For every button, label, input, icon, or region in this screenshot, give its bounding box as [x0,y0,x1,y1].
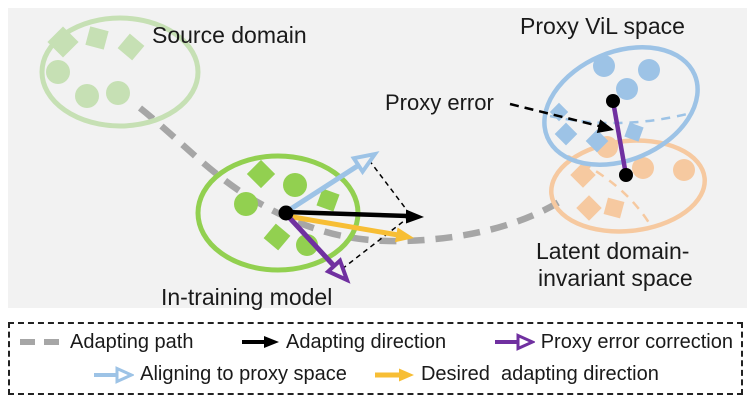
legend-item-proxy-error-correction: Proxy error correction [493,331,733,354]
source-sample-square [85,26,109,50]
source-sample-diamond [117,33,145,61]
model-sample-diamond [263,223,291,251]
adapting-direction-arrow [285,209,424,224]
proxy-error-callout-head [596,119,614,133]
latent-sample-square [603,197,625,219]
latent-invariant-cluster [549,136,707,234]
legend-label-adapting-path: Adapting path [70,330,194,353]
legend-item-adapting-path: Adapting path [18,331,193,354]
latent-anchor-point [619,168,633,182]
vector-guide-dashed-top [368,159,410,214]
latent-space-ellipse [549,138,707,234]
latent-space-label-line2: invariant space [538,265,693,291]
proxy-vil-label: Proxy ViL space [520,13,685,39]
desired-direction-arrow [286,213,414,243]
proxy-error-label: Proxy error [385,90,494,115]
source-domain-ellipse [39,15,201,129]
latent-sample-circle [673,159,695,181]
desired-direction-arrow-head [395,227,414,243]
model-sample-circle [234,192,258,216]
legend-item-desired: Desired adapting direction [373,363,659,386]
proxy-anchor-point [606,94,620,108]
legend-row-2: Aligning to proxy space Desired adapting… [18,363,733,386]
desired-direction-arrow-icon [374,368,414,382]
proxy-error-correction-arrow [284,212,351,284]
model-sample-square [316,188,340,212]
legend-label-adapting-direction: Adapting direction [286,330,447,353]
latent-sample-circle [632,157,654,179]
proxy-error-segment [610,100,629,176]
adapting-path-curve [137,105,561,245]
in-training-label: In-training model [161,284,332,310]
legend-item-aligning: Aligning to proxy space [92,363,347,386]
legend-item-adapting-direction: Adapting direction [240,331,446,354]
latent-boundary-dashed-arc [567,154,653,227]
proxy-error-callout-arrow [509,102,614,133]
proxy-sample-circle [616,78,638,100]
aligning-arrow-head [350,151,380,176]
legend: Adapting path Adapting direction Proxy e… [8,322,743,395]
proxy-error-correction-arrow-head [324,257,351,284]
legend-row-1: Adapting path Adapting direction Proxy e… [18,331,733,354]
model-state-point [278,205,294,221]
proxy-sample-square [624,122,644,142]
proxy-sample-circle [638,59,660,81]
proxy-error-callout-line [509,102,600,128]
adapting-path-sample-icon [20,339,63,346]
aligning-arrow-icon [94,365,135,384]
proxy-sample-diamond [549,102,569,122]
latent-sample-diamond [576,195,602,221]
model-sample-circle [283,173,307,197]
latent-space-label-line1: Latent domain- [536,238,689,264]
source-sample-circle [75,84,99,108]
legend-label-aligning: Aligning to proxy space [140,363,347,386]
domain-adaptation-diagram: Source domain Proxy ViL space Proxy erro… [8,8,747,310]
source-domain-label: Source domain [152,22,307,48]
aligning-arrow [284,151,380,215]
proxy-error-correction-arrow-icon [494,333,535,352]
adapting-direction-arrow-head [406,209,424,224]
legend-label-proxy-error-correction: Proxy error correction [540,330,733,353]
source-sample-circle [46,60,70,84]
adapting-direction-arrow-icon [242,336,280,349]
legend-label-desired: Desired adapting direction [420,363,659,386]
source-sample-circle [106,81,130,105]
proxy-sample-circle [593,55,615,77]
